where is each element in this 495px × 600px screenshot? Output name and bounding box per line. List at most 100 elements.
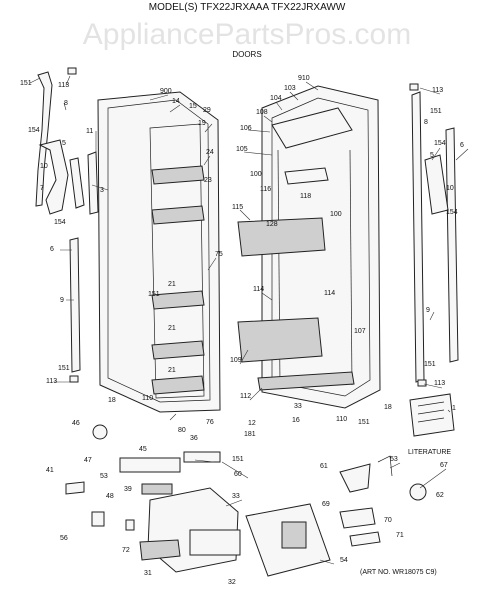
callout-number: 12 bbox=[248, 420, 256, 427]
callout-number: 110 bbox=[336, 416, 347, 423]
callout-number: 1 bbox=[452, 405, 456, 412]
callout-number: 45 bbox=[139, 446, 147, 453]
left-door-handle bbox=[38, 139, 69, 215]
callout-number: 61 bbox=[320, 463, 328, 470]
art-number: (ART NO. WR18075 C9) bbox=[360, 569, 437, 576]
callout-number: 56 bbox=[60, 535, 68, 542]
callout-number: 113 bbox=[434, 380, 445, 387]
callout-number: 110 bbox=[142, 395, 153, 402]
callout-number: 6 bbox=[460, 142, 464, 149]
callout-number: 113 bbox=[58, 82, 69, 89]
callout-number: 60 bbox=[234, 471, 242, 478]
right-cap-top bbox=[409, 83, 419, 91]
callout-number: 8 bbox=[424, 119, 428, 126]
callout-number: 33 bbox=[232, 493, 240, 500]
left-gasket-strip-upper bbox=[35, 71, 53, 207]
callout-number: 15 bbox=[189, 103, 197, 110]
callout-number: 100 bbox=[250, 171, 262, 178]
callout-number: 48 bbox=[106, 493, 114, 500]
callout-number: 41 bbox=[46, 467, 54, 474]
callout-number: 69 bbox=[322, 501, 330, 508]
callout-number: 108 bbox=[256, 109, 268, 116]
callout-number: 151 bbox=[148, 291, 160, 298]
callout-number: 9 bbox=[426, 307, 430, 314]
literature-sheet bbox=[409, 393, 455, 437]
callout-number: 910 bbox=[298, 75, 310, 82]
callout-number: 39 bbox=[124, 486, 132, 493]
callout-number: 11 bbox=[86, 128, 93, 135]
callout-number: 29 bbox=[203, 107, 211, 114]
callout-number: 19 bbox=[198, 120, 206, 127]
callout-number: 53 bbox=[100, 473, 108, 480]
left-trim-strip bbox=[69, 151, 99, 215]
left-gasket-strip-lower bbox=[69, 237, 81, 373]
callout-number: 75 bbox=[215, 251, 223, 258]
door-bin-lower bbox=[237, 317, 323, 363]
callout-number: 154 bbox=[434, 140, 446, 147]
callout-number: 113 bbox=[46, 378, 57, 385]
callout-number: 71 bbox=[396, 532, 404, 539]
callout-number: 118 bbox=[300, 193, 311, 200]
left-cap-bottom bbox=[69, 375, 79, 383]
callout-number: 5 bbox=[62, 140, 66, 147]
right-cap-bottom bbox=[417, 379, 427, 387]
callout-number: 103 bbox=[284, 85, 296, 92]
callout-number: 10 bbox=[40, 163, 48, 170]
callout-number: 33 bbox=[294, 403, 302, 410]
callout-number: 9 bbox=[60, 297, 64, 304]
dispenser-assembly bbox=[91, 424, 331, 577]
callout-number: 900 bbox=[160, 88, 172, 95]
callout-number: 5 bbox=[430, 152, 434, 159]
callout-number: 24 bbox=[206, 149, 214, 156]
right-gasket-strip bbox=[411, 91, 459, 383]
callout-number: 36 bbox=[190, 435, 198, 442]
callout-number: 10 bbox=[446, 185, 454, 192]
callout-number: 46 bbox=[72, 420, 80, 427]
callout-number: 154 bbox=[54, 219, 66, 226]
callout-number: 114 bbox=[324, 290, 335, 297]
dispenser-switch bbox=[92, 424, 108, 440]
callout-number: 23 bbox=[204, 177, 212, 184]
callout-number: 100 bbox=[330, 211, 342, 218]
callout-number: 7 bbox=[40, 185, 44, 192]
callout-number: 106 bbox=[240, 125, 252, 132]
callout-number: 151 bbox=[424, 361, 436, 368]
callout-number: 128 bbox=[266, 221, 278, 228]
callout-labels: 151 113 8 154 11 5 10 3 7 154 6 9 151 11… bbox=[20, 75, 464, 586]
callout-number: 14 bbox=[172, 98, 180, 105]
callout-number: 3 bbox=[100, 187, 104, 194]
callout-number: 181 bbox=[244, 431, 256, 438]
callout-number: 67 bbox=[440, 462, 448, 469]
callout-number: 109 bbox=[230, 357, 242, 364]
callout-number: 154 bbox=[446, 209, 458, 216]
callout-number: 21 bbox=[168, 281, 176, 288]
callout-number: 72 bbox=[122, 547, 130, 554]
dispenser-right-parts bbox=[339, 455, 427, 547]
callout-number: 70 bbox=[384, 517, 392, 524]
callout-number: 151 bbox=[232, 456, 244, 463]
callout-number: 115 bbox=[232, 204, 243, 211]
callout-number: 76 bbox=[206, 419, 214, 426]
section-title: DOORS bbox=[232, 50, 261, 59]
callout-number: 151 bbox=[430, 108, 442, 115]
callout-number: 62 bbox=[436, 492, 444, 499]
left-cap-top bbox=[67, 67, 77, 75]
leader-lines bbox=[29, 75, 469, 565]
callout-number: 80 bbox=[178, 427, 186, 434]
callout-number: 154 bbox=[28, 127, 40, 134]
fresh-food-door bbox=[237, 85, 381, 409]
callout-number: 113 bbox=[432, 87, 443, 94]
freezer-door bbox=[97, 91, 221, 413]
model-title: MODEL(S) TFX22JRXAAA TFX22JRXAWW bbox=[149, 2, 346, 13]
callout-number: 112 bbox=[240, 393, 251, 400]
callout-number: 107 bbox=[354, 328, 366, 335]
callout-number: 151 bbox=[358, 419, 370, 426]
callout-number: 54 bbox=[340, 557, 348, 564]
callout-number: 114 bbox=[253, 286, 264, 293]
callout-number: 151 bbox=[20, 80, 32, 87]
callout-number: 21 bbox=[168, 367, 176, 374]
bracket-41 bbox=[65, 481, 85, 495]
callout-number: 116 bbox=[260, 186, 271, 193]
callout-number: 21 bbox=[168, 325, 176, 332]
